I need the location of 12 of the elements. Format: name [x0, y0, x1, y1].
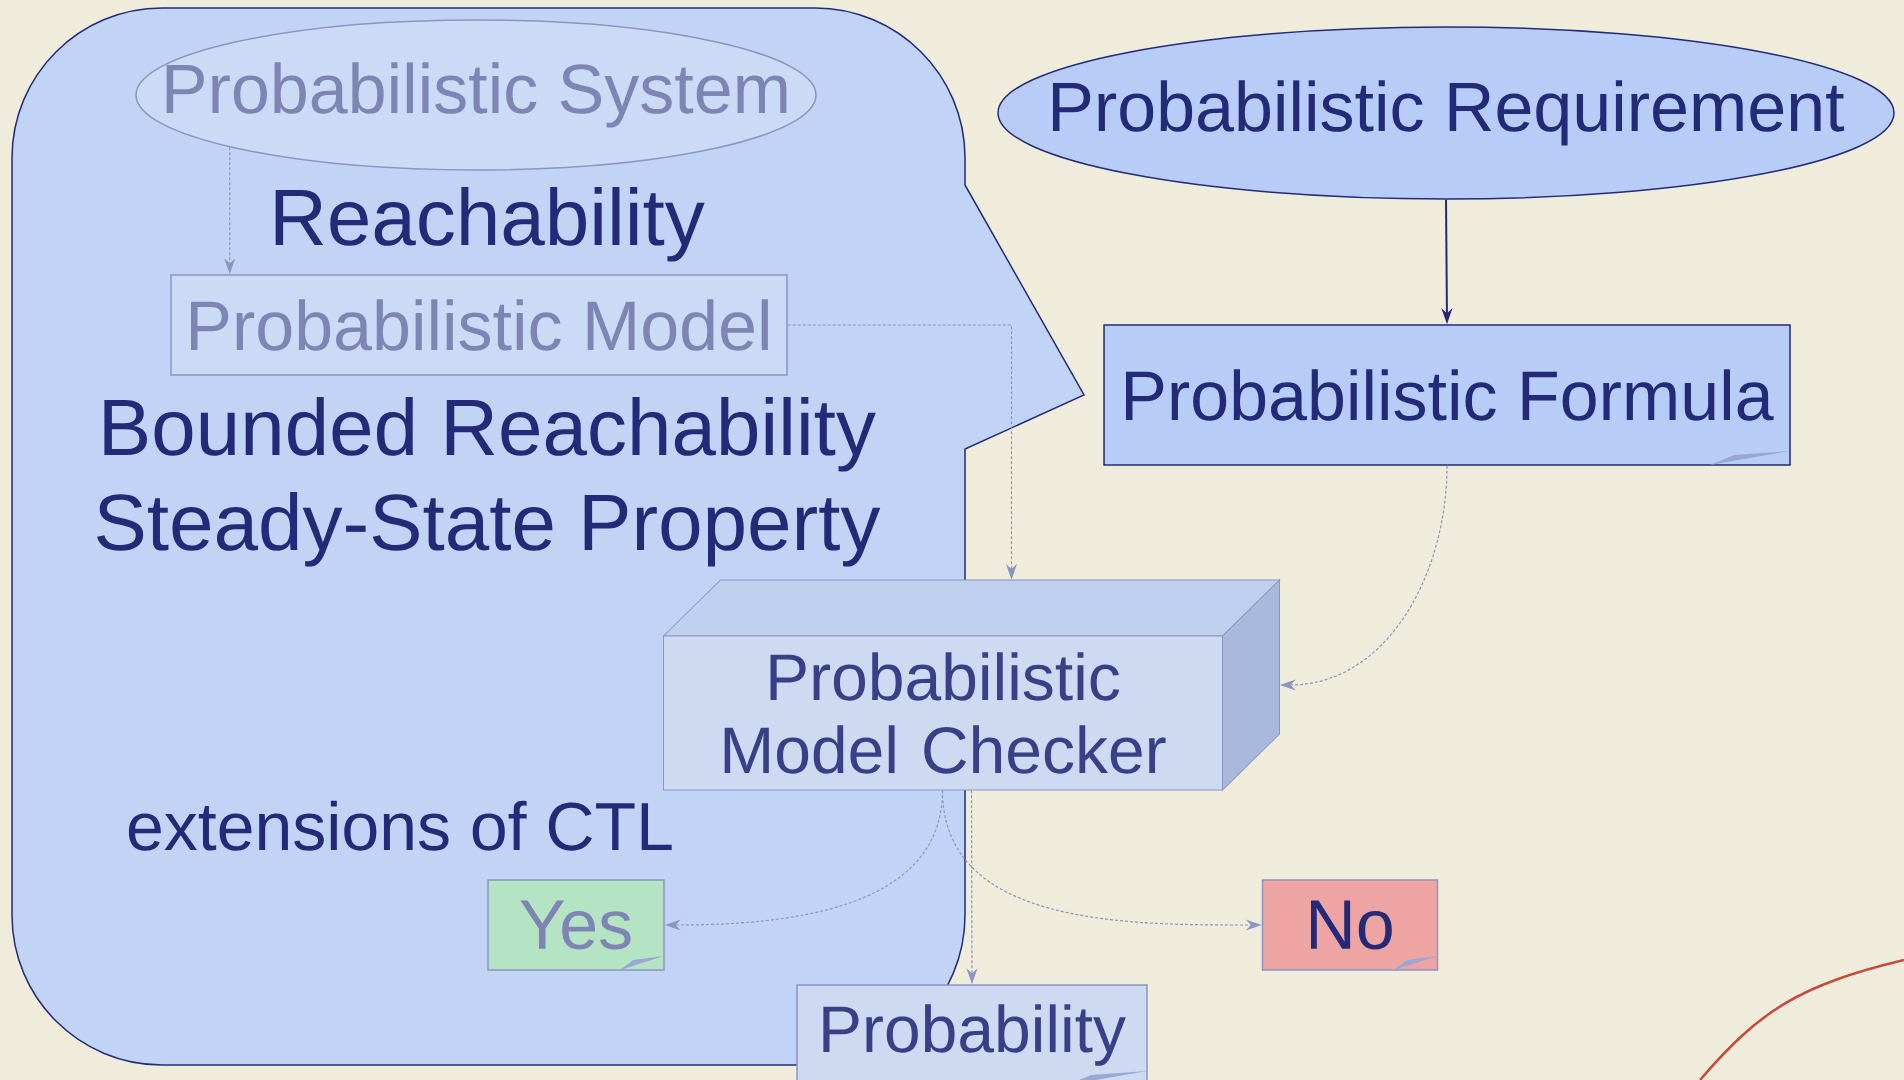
checker-cube: Probabilistic Model Checker — [663, 579, 1280, 791]
document-box: Probability — [796, 984, 1148, 1080]
callout-text: extensions of CTL — [128, 800, 672, 851]
document-box: Probabilistic Formula — [1103, 324, 1791, 466]
callout-text: Reachability — [275, 187, 705, 262]
process-box: Probabilistic Model — [170, 274, 788, 376]
result-box: Yes — [487, 879, 665, 971]
ellipse-node: Probabilistic System — [135, 19, 817, 171]
callout-text: Steady-State Property — [97, 492, 881, 567]
callout-text: Bounded Reachability — [104, 397, 876, 472]
result-box: No — [1261, 879, 1439, 971]
ellipse-node: Probabilistic Requirement — [997, 26, 1895, 200]
